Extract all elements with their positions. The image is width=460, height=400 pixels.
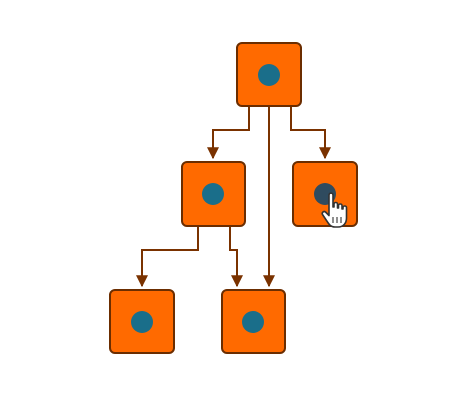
tree-node-root[interactable]	[236, 42, 302, 107]
node-dot	[258, 64, 280, 86]
hand-pointer-icon	[321, 192, 348, 228]
node-dot	[131, 311, 153, 333]
tree-node-grandchild-right[interactable]	[221, 289, 286, 354]
edge-root-to-left-child	[207, 106, 250, 160]
edges	[136, 106, 331, 288]
node-dot	[202, 183, 224, 205]
edge-left-child-to-grandchild-left	[136, 226, 199, 288]
edge-root-to-right-child	[290, 106, 331, 160]
edge-left-child-to-grandchild-right	[229, 226, 243, 288]
node-dot	[242, 311, 264, 333]
tree-node-grandchild-left[interactable]	[109, 289, 175, 354]
tree-node-left-child[interactable]	[181, 161, 246, 227]
